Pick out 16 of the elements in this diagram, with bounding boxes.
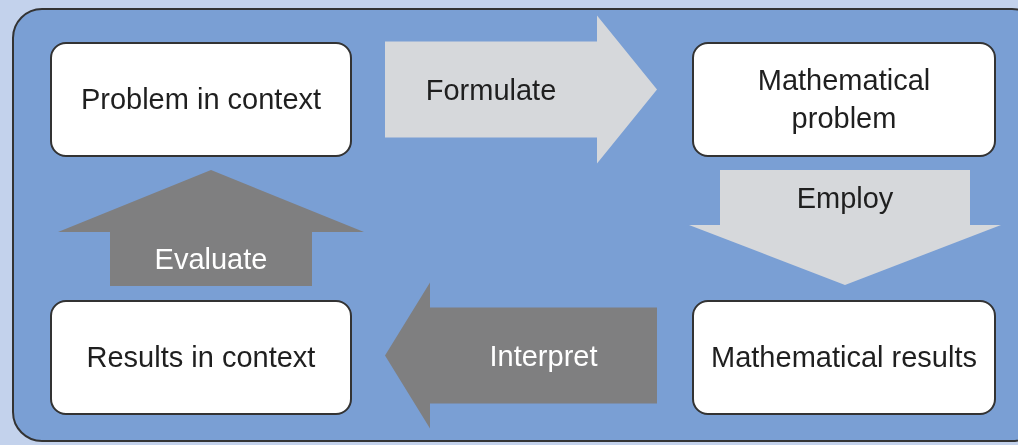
block-arrow	[689, 170, 1001, 285]
edge-label: Evaluate	[154, 244, 268, 274]
process-box	[50, 42, 352, 157]
box-text: Problem in context	[80, 81, 322, 117]
edge-label: Interpret	[489, 341, 598, 370]
process-box	[50, 300, 352, 415]
box-text: Results in context	[86, 339, 316, 375]
block-arrow	[385, 282, 657, 429]
block-arrow	[385, 15, 657, 164]
box-text: Mathematical problem	[756, 62, 932, 136]
process-box	[692, 42, 996, 157]
block-arrow	[58, 170, 364, 286]
edge-label: Formulate	[425, 75, 557, 104]
edge-label: Employ	[796, 183, 894, 212]
box-text: Mathematical results	[711, 339, 977, 375]
process-box	[692, 300, 996, 415]
